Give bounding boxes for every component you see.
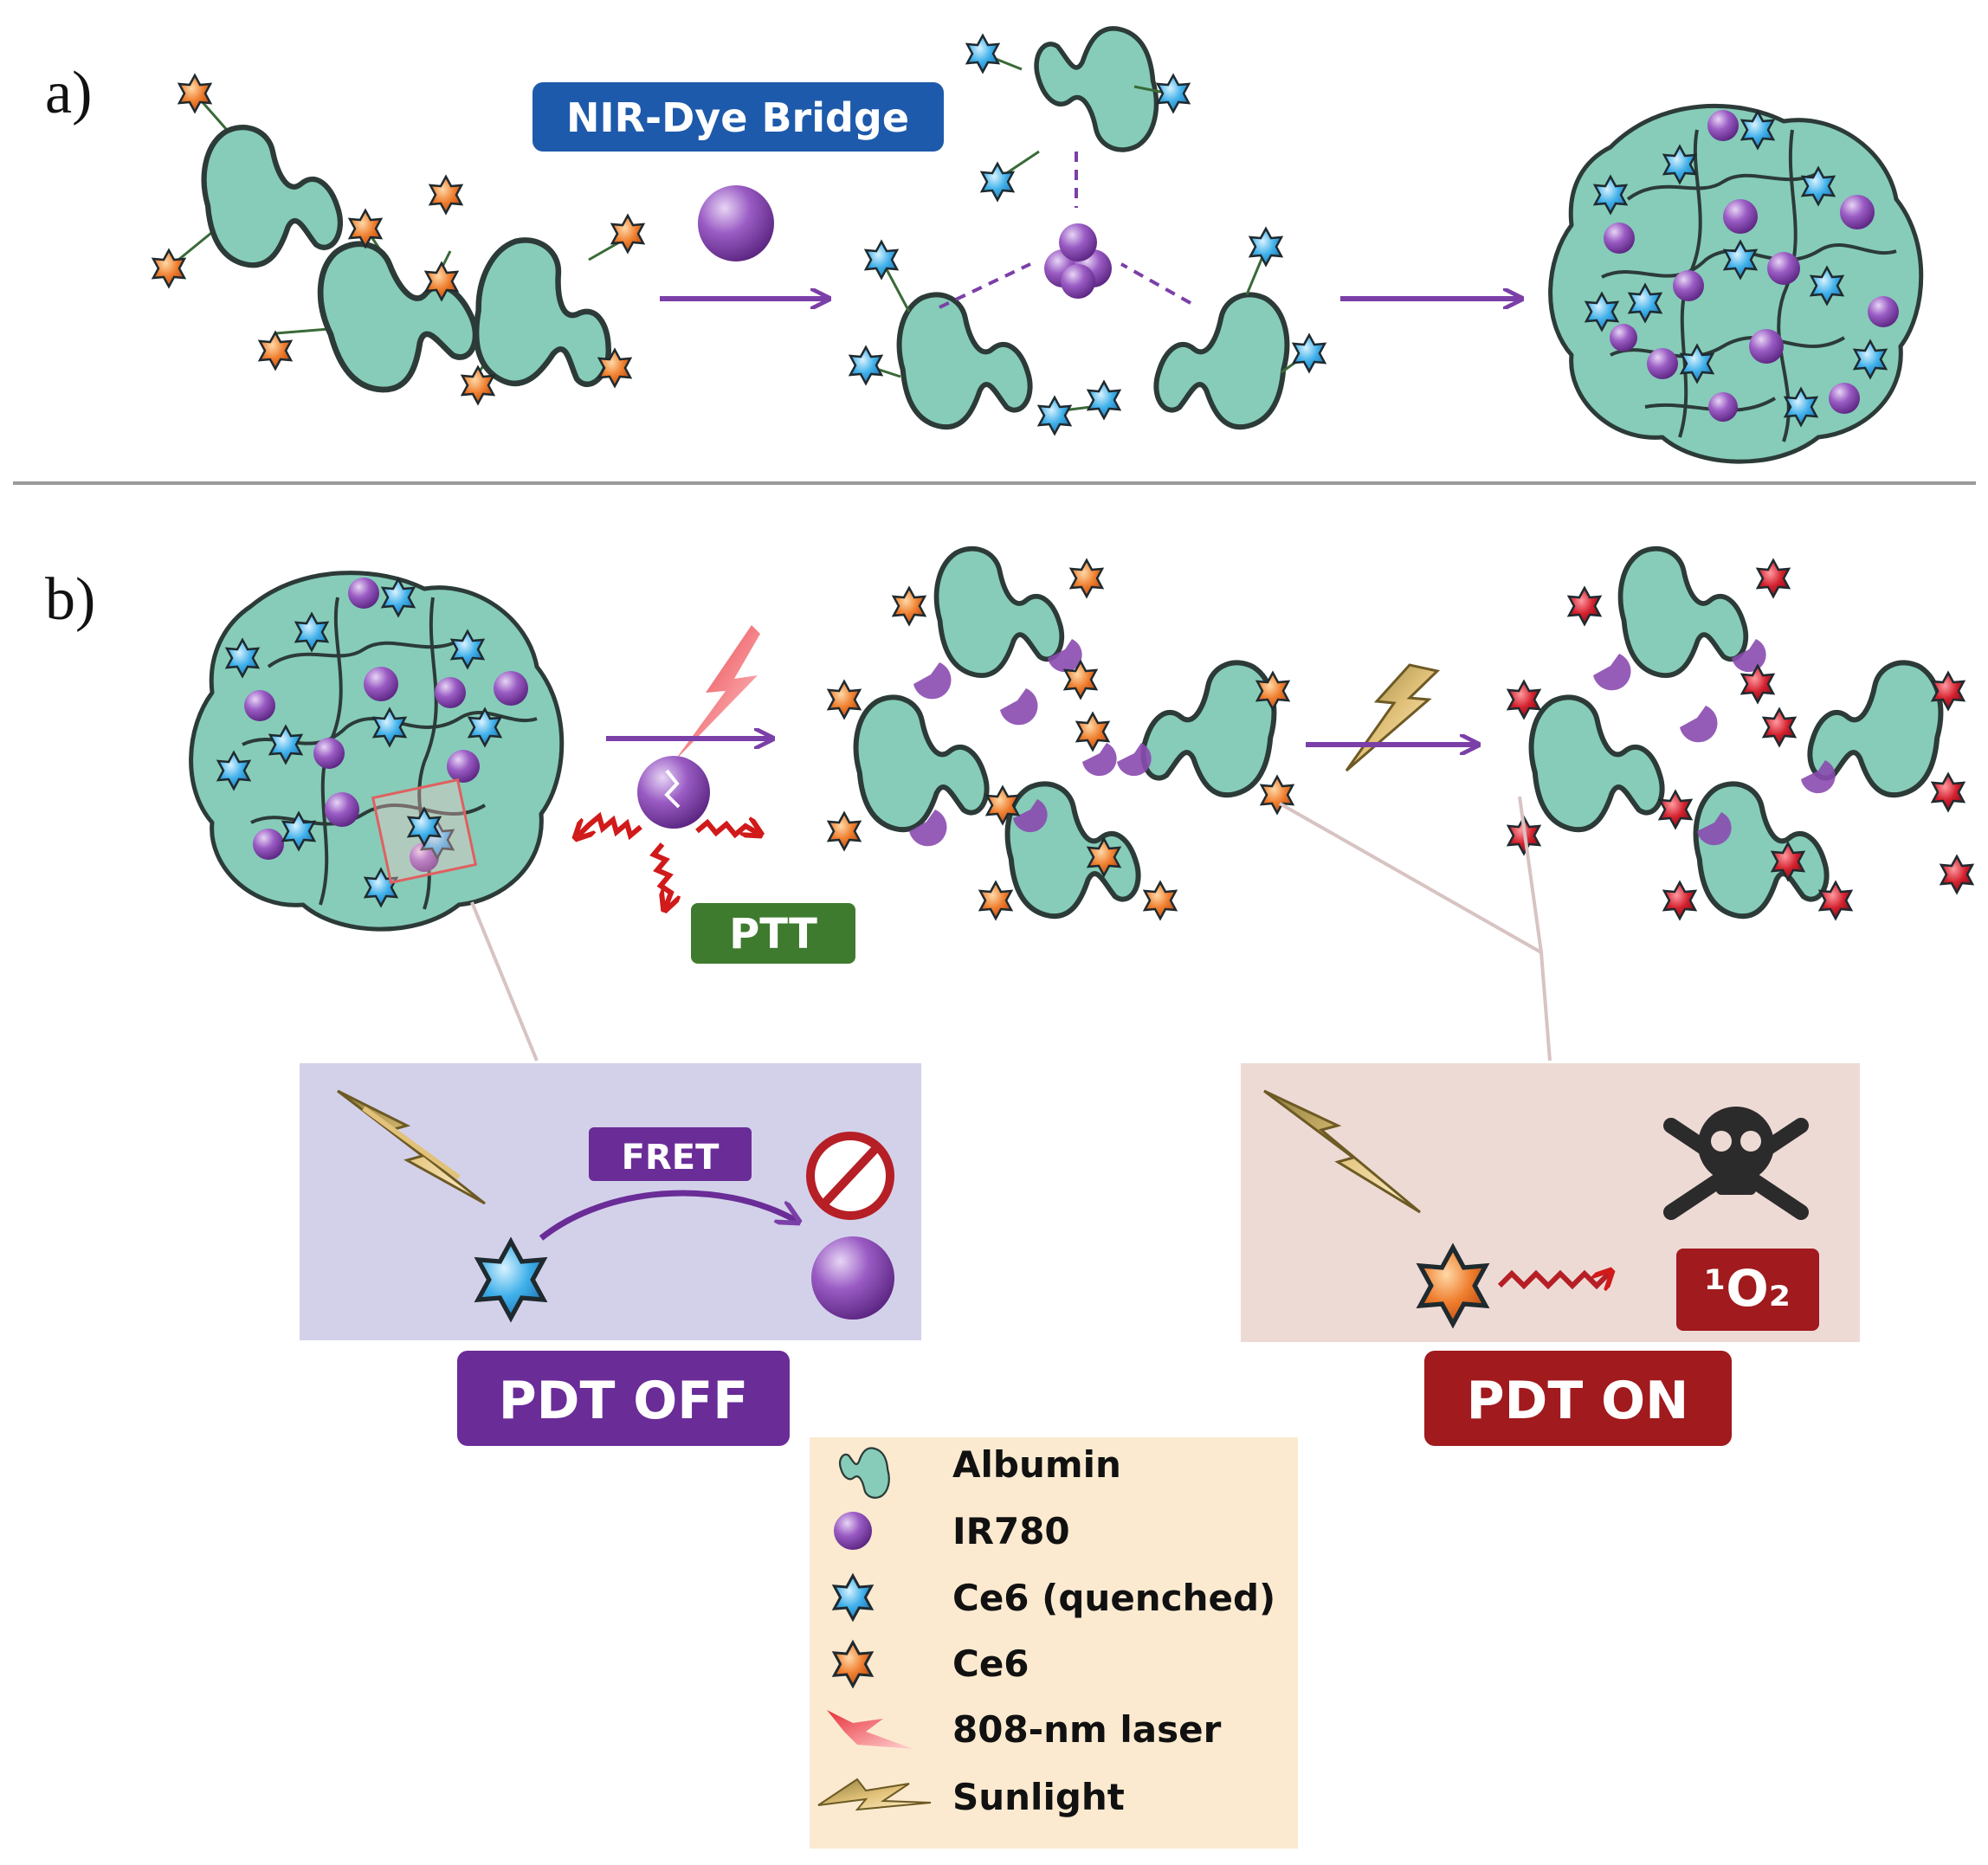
pdt-on-box: PDT ON [1424, 1351, 1732, 1446]
legend-item-sunlight: Sunlight [817, 1776, 1125, 1818]
nir-dye-bridge-box: NIR-Dye Bridge [532, 82, 944, 152]
ptt-label: PTT [729, 910, 817, 958]
active-cluster [1507, 549, 1974, 920]
panel-b-label: b) [45, 566, 95, 633]
ir780-icon [698, 185, 774, 261]
panel-a-label: a) [45, 60, 92, 126]
fret-label: FRET [622, 1138, 720, 1178]
pdt-off-label: PDT OFF [499, 1371, 749, 1431]
albumin-ce6-cluster-a [152, 74, 645, 406]
bridge-assembly [849, 29, 1326, 436]
svg-text:Ce6: Ce6 [952, 1642, 1030, 1685]
pdt-on-panel: ¹O₂ [1241, 1063, 1860, 1342]
nanoparticle-b [189, 571, 565, 932]
legend-item-ir780: IR780 [834, 1510, 1070, 1552]
laser-808-bolt [674, 625, 760, 762]
ir780-heated-icon [637, 756, 710, 829]
nanoparticle-a [1548, 103, 1924, 464]
legend: Albumin IR780 Ce6 (quenched) Ce6 808-nm … [810, 1437, 1298, 1849]
ptt-box: PTT [691, 903, 855, 964]
legend-item-albumin: Albumin [839, 1443, 1121, 1499]
ir780-legend-icon [834, 1512, 872, 1550]
nir-dye-bridge-label: NIR-Dye Bridge [566, 94, 909, 141]
legend-item-ce6-quenched: Ce6 (quenched) [832, 1574, 1275, 1621]
svg-text:Ce6 (quenched): Ce6 (quenched) [952, 1577, 1275, 1619]
svg-text:IR780: IR780 [952, 1510, 1070, 1552]
legend-item-laser: 808-nm laser [827, 1708, 1222, 1751]
svg-text:Sunlight: Sunlight [952, 1776, 1125, 1818]
legend-item-ce6: Ce6 [832, 1641, 1030, 1688]
connector-lines [470, 796, 1552, 1062]
skull-crossbones-icon [1663, 1107, 1809, 1220]
sunlight-bolt-b [1345, 663, 1441, 772]
released-cluster [827, 549, 1294, 920]
svg-text:Albumin: Albumin [952, 1443, 1121, 1486]
ir780-quencher-icon [811, 1236, 894, 1320]
laser-808-icon [827, 1710, 913, 1749]
pdt-on-label: PDT ON [1467, 1371, 1689, 1431]
svg-text:808-nm laser: 808-nm laser [952, 1708, 1222, 1751]
singlet-oxygen-label: ¹O₂ [1704, 1259, 1791, 1318]
pdt-off-box: PDT OFF [457, 1351, 790, 1446]
pdt-off-panel: FRET [300, 1063, 921, 1340]
sunlight-icon [817, 1778, 932, 1811]
heat-waves [578, 811, 758, 907]
